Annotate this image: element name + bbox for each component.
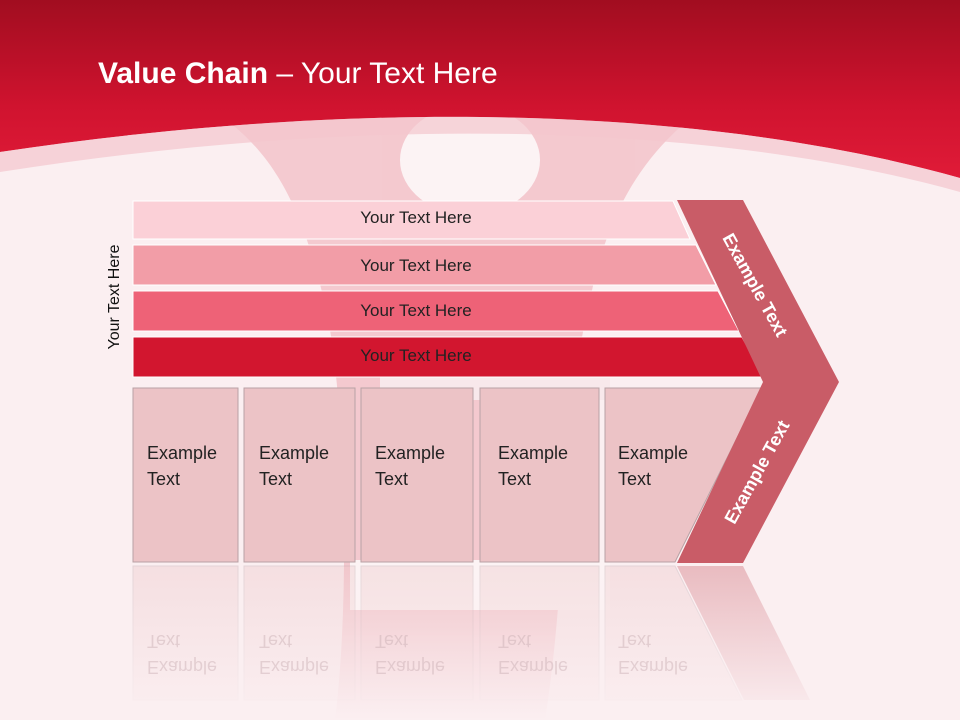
box-3 [360, 387, 474, 563]
box-reflection-4: Example Text [498, 631, 569, 677]
title-rest: – Your Text Here [268, 57, 498, 90]
box-label-2: Example Text [259, 443, 330, 489]
side-label: Your Text Here [106, 244, 123, 350]
bar-1 [132, 200, 691, 240]
bar-label-2: Your Text Here [360, 256, 472, 275]
box-reflection-3: Example Text [375, 631, 446, 677]
header-swoosh [0, 116, 960, 192]
value-chain-diagram [132, 200, 839, 563]
box-reflection-2: Example Text [259, 631, 330, 677]
reflection-fade [0, 565, 960, 720]
bar-label-3: Your Text Here [360, 301, 472, 320]
box-label-1: Example Text [147, 443, 218, 489]
box-reflection-1: Example Text [147, 631, 218, 677]
box-label-4: Example Text [498, 443, 569, 489]
chevron-arrow [677, 200, 839, 563]
bar-2 [132, 244, 717, 286]
box-reflection-5: Example Text [618, 631, 689, 677]
page-title: Value Chain – Your Text Here [98, 54, 498, 94]
box-label-5: Example Text [618, 443, 689, 489]
title-bold: Value Chain [98, 57, 269, 90]
box-2 [243, 387, 356, 563]
bar-label-1: Your Text Here [360, 208, 472, 227]
header-band [0, 0, 960, 178]
box-4 [479, 387, 600, 563]
box-5 [604, 387, 763, 563]
box-label-3: Example Text [375, 443, 446, 489]
bar-label-4: Your Text Here [360, 346, 472, 365]
box-1 [132, 387, 239, 563]
